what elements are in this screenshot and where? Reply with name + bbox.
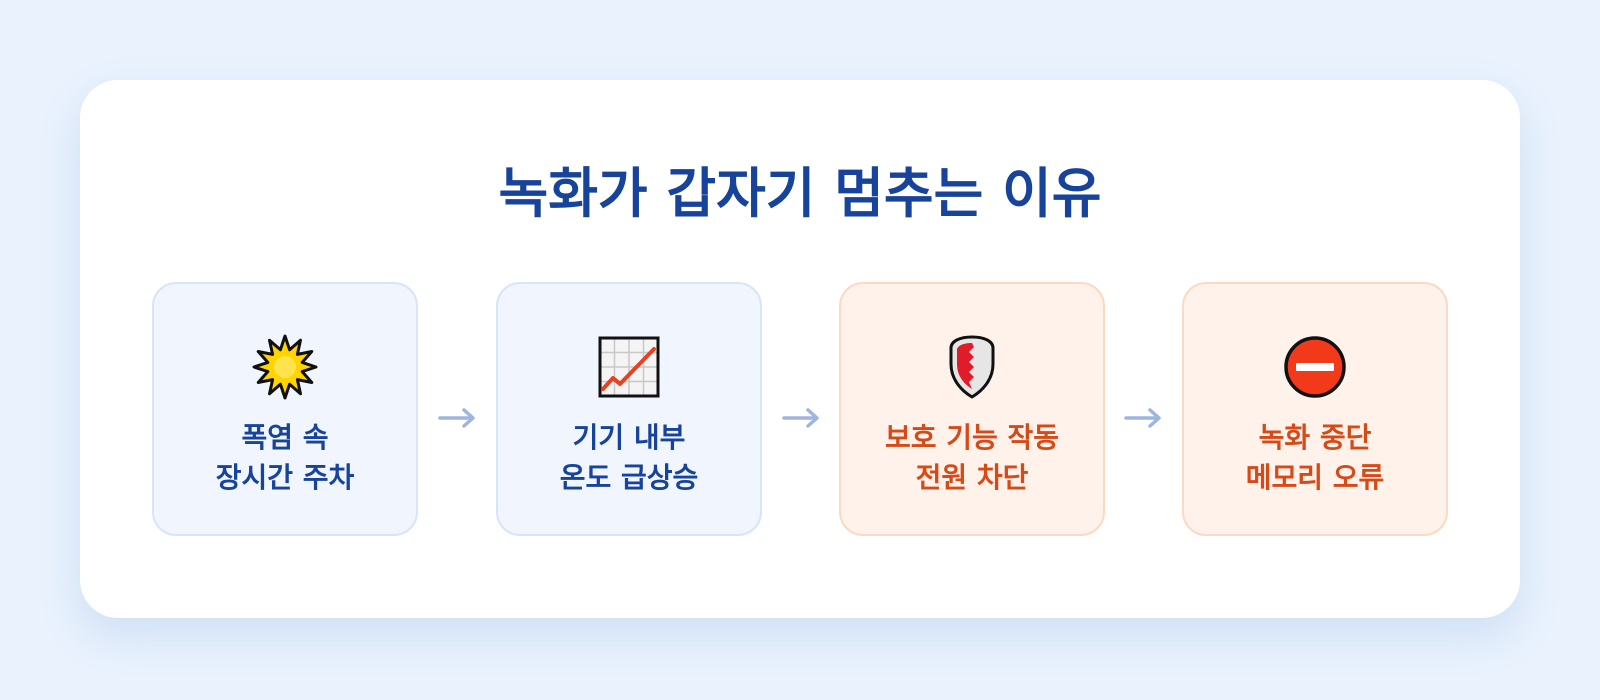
step-protection-cutoff: 보호 기능 작동 전원 차단: [839, 282, 1105, 536]
step-label-line2: 장시간 주차: [215, 461, 355, 494]
step-label-line2: 전원 차단: [915, 461, 1029, 494]
arrow-right-icon: [438, 408, 475, 428]
sun-icon: [252, 334, 318, 400]
step-label-line1: 녹화 중단: [1258, 421, 1372, 454]
no-entry-icon: [1284, 336, 1346, 398]
step-label-line2: 온도 급상승: [559, 461, 699, 494]
rising-chart-icon: [598, 336, 660, 398]
step-hot-parking: 폭염 속 장시간 주차: [152, 282, 418, 536]
step-label-line1: 폭염 속: [241, 421, 329, 454]
step-label-line1: 기기 내부: [572, 421, 686, 454]
arrow-right-icon: [782, 408, 819, 428]
step-label-line1: 보호 기능 작동: [884, 421, 1060, 454]
step-temperature-rise: 기기 내부 온도 급상승: [496, 282, 762, 536]
shield-icon: [949, 335, 995, 399]
arrow-right-icon: [1124, 408, 1161, 428]
step-recording-stopped: 녹화 중단 메모리 오류: [1182, 282, 1448, 536]
step-label-line2: 메모리 오류: [1245, 461, 1385, 494]
diagram-title: 녹화가 갑자기 멈추는 이유: [498, 162, 1102, 225]
